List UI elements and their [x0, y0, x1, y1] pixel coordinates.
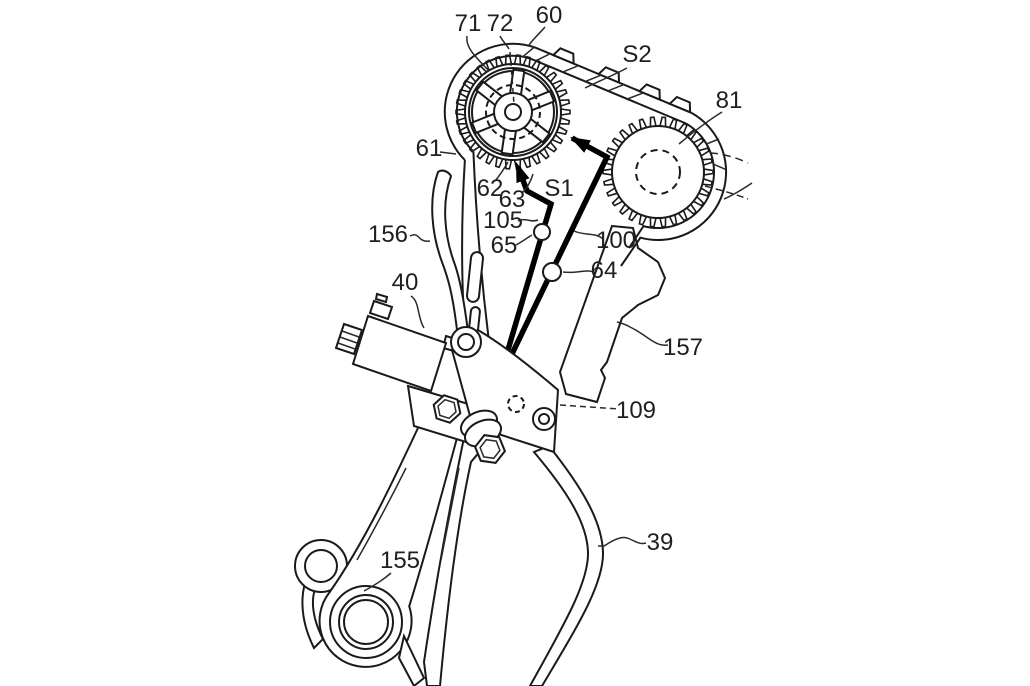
label-100: 100: [596, 227, 636, 254]
label-64: 64: [591, 257, 618, 284]
label-60: 60: [536, 2, 563, 29]
label-39: 39: [647, 529, 674, 556]
point-65: [533, 223, 551, 241]
label-s2: S2: [622, 41, 651, 68]
force-line-s1: [502, 162, 555, 361]
phaser-spokes: [470, 68, 556, 156]
label-40: 40: [392, 269, 419, 296]
label-157: 157: [663, 334, 703, 361]
arrowhead-s2: [570, 137, 591, 153]
point-64: [542, 262, 562, 282]
guide-arm-155: [318, 396, 488, 686]
force-line-s2: [507, 135, 611, 360]
idler-sprocket-81: [602, 116, 714, 228]
label-72: 72: [487, 10, 514, 37]
reference-labels: 71 72 60 S2 81 61 62 63 105 65 S1 100 64…: [368, 2, 742, 574]
label-105: 105: [483, 207, 523, 234]
guide-roller: [329, 585, 403, 659]
nut-and-washer: [459, 409, 507, 464]
hex-bolt: [432, 394, 462, 424]
chain-guide-156: [431, 169, 470, 340]
label-62: 62: [477, 175, 504, 202]
label-61: 61: [416, 135, 443, 162]
tensioner-body-40: [334, 292, 464, 393]
label-156: 156: [368, 221, 408, 248]
anchor-lug: [294, 539, 348, 650]
chain-guide-39: [528, 444, 605, 686]
label-s1: S1: [544, 175, 573, 202]
guide-bracket-157: [558, 224, 667, 404]
arrowhead-s1: [516, 162, 530, 184]
label-71: 71: [455, 10, 482, 37]
chain-link-hatching: [522, 46, 727, 171]
hidden-hole-109: [507, 395, 525, 413]
label-63: 63: [499, 186, 526, 213]
label-109: 109: [616, 397, 656, 424]
label-81: 81: [716, 87, 743, 114]
label-155: 155: [380, 547, 420, 574]
leader-lines: [363, 26, 723, 592]
timing-chain: [443, 42, 728, 345]
label-65: 65: [491, 232, 518, 259]
